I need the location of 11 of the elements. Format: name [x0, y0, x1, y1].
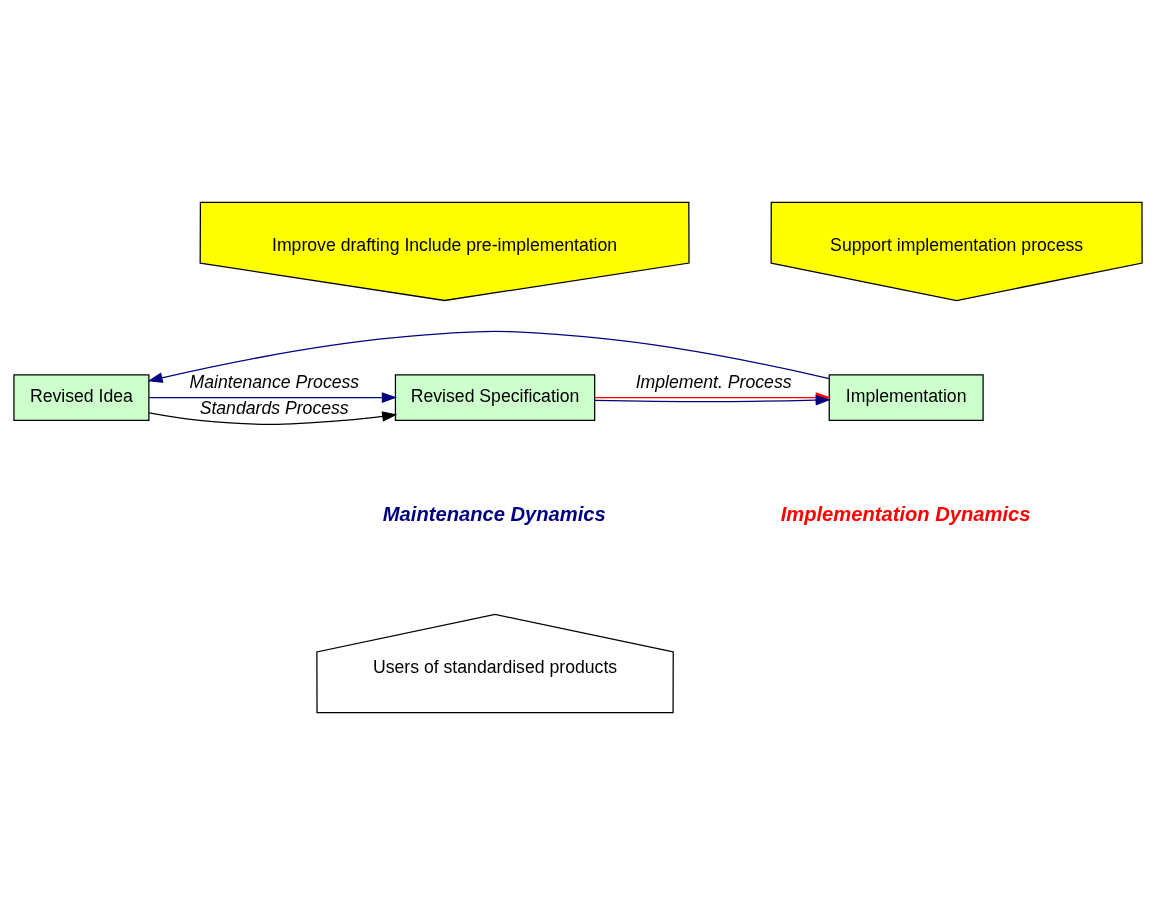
arrow — [148, 391, 397, 403]
node-box: Implementation — [828, 373, 984, 421]
edge-label: Implement. Process — [635, 371, 792, 392]
label: Implementation Dynamics — [780, 502, 1031, 525]
arrow — [147, 330, 830, 383]
node-box: Revised Idea — [13, 373, 150, 421]
arrow — [148, 410, 398, 425]
edge-label: Maintenance Process — [189, 371, 360, 392]
edge-label: Standards Process — [199, 397, 349, 418]
label: Maintenance Dynamics — [382, 502, 606, 525]
node-box: Revised Specification — [394, 373, 596, 421]
